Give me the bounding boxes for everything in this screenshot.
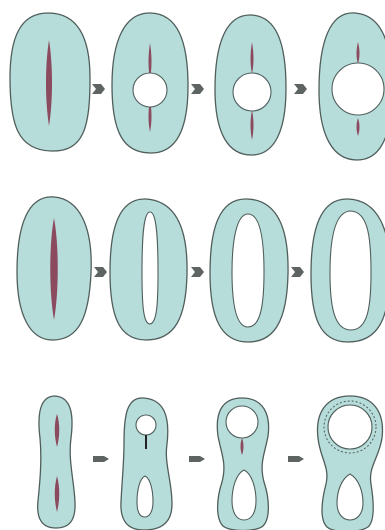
row-3-pore-4 [328,405,372,449]
row-2-slot-3 [232,214,264,327]
row-1-hole-2 [133,73,167,107]
row-1-hole-3 [233,73,271,111]
row-1-hole-4 [332,63,384,115]
row-2-slot-4 [330,211,371,330]
row-2-slot-2 [142,212,158,324]
row-3-pore-3 [226,406,258,438]
row-3-pore-2 [136,415,156,435]
